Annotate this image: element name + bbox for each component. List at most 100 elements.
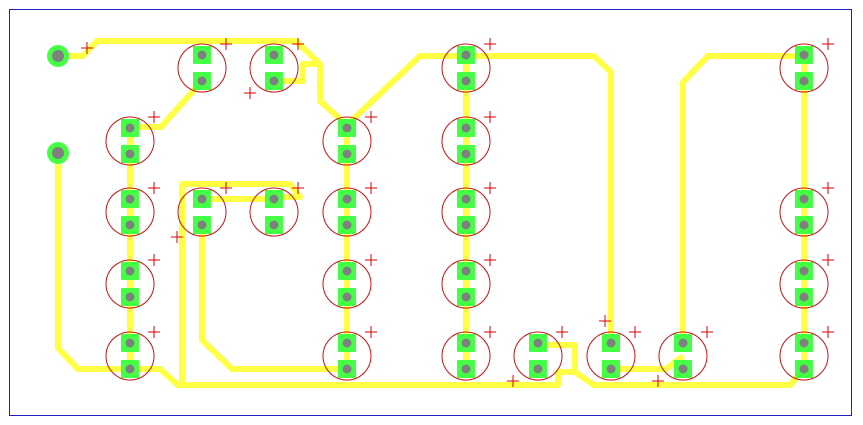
led-r5c5-drill-hole bbox=[461, 364, 471, 374]
led-r1c5-plus-mark bbox=[484, 38, 496, 50]
led-r3c2-drill-hole bbox=[197, 220, 207, 230]
board-outline bbox=[9, 9, 852, 416]
led-r5c6-drill-hole bbox=[533, 338, 543, 348]
led-r1c2-drill-hole bbox=[197, 50, 207, 60]
led-r3c1-outline bbox=[105, 187, 155, 237]
led-r3c3-drill-hole bbox=[269, 194, 279, 204]
solder-pads bbox=[47, 45, 813, 378]
led-r1c8-outline bbox=[779, 43, 829, 93]
led-r1c2-drill-hole bbox=[197, 76, 207, 86]
led-r3c5-outline bbox=[441, 187, 491, 237]
led-r4c8-outline bbox=[779, 259, 829, 309]
led-r5c4-drill-hole bbox=[342, 364, 352, 374]
led-r3c3-plus-mark bbox=[292, 182, 304, 194]
led-r2c5-outline bbox=[441, 116, 491, 166]
led-r3c5-drill-hole bbox=[461, 194, 471, 204]
led-r2c5-drill-hole bbox=[461, 149, 471, 159]
led-r2c1-plus-mark bbox=[148, 111, 160, 123]
led-r5c1-plus-mark bbox=[148, 326, 160, 338]
led-r3c5-plus-mark bbox=[484, 182, 496, 194]
led-r1c3-drill-hole bbox=[269, 50, 279, 60]
led-r5c5-drill-hole bbox=[461, 338, 471, 348]
led-r4c5-outline bbox=[441, 259, 491, 309]
power-pad-positive-drill-hole bbox=[52, 50, 64, 62]
led-r5c8-outline bbox=[779, 331, 829, 381]
led-r2c4-drill-hole bbox=[342, 149, 352, 159]
led-r5c6-drill-hole bbox=[533, 364, 543, 374]
led-r1c5-outline bbox=[441, 43, 491, 93]
led-r3c8-outline bbox=[779, 187, 829, 237]
led-r3c5-drill-hole bbox=[461, 220, 471, 230]
led-r3c1-drill-hole bbox=[125, 194, 135, 204]
led-r5c1-outline bbox=[105, 331, 155, 381]
led-r4c5-drill-hole bbox=[461, 292, 471, 302]
trace-12 bbox=[680, 53, 804, 342]
extra-plus-mark-1 bbox=[81, 42, 93, 54]
led-r1c3-plus-mark bbox=[292, 38, 304, 50]
led-r5c7-outline bbox=[586, 331, 636, 381]
led-r5c7b-plus-mark bbox=[701, 326, 713, 338]
led-r5c5-outline bbox=[441, 331, 491, 381]
led-r4c4-drill-hole bbox=[342, 266, 352, 276]
led-r3c1-drill-hole bbox=[125, 220, 135, 230]
led-r3c8-drill-hole bbox=[799, 194, 809, 204]
led-r2c1-outline bbox=[105, 116, 155, 166]
led-r3c8-drill-hole bbox=[799, 220, 809, 230]
led-r2c1-drill-hole bbox=[125, 123, 135, 133]
trace-9 bbox=[55, 153, 578, 388]
led-r1c8-drill-hole bbox=[799, 76, 809, 86]
led-r5c4-drill-hole bbox=[342, 338, 352, 348]
led-r4c4-plus-mark bbox=[365, 254, 377, 266]
led-r4c8-drill-hole bbox=[799, 292, 809, 302]
led-r3c3-drill-hole bbox=[269, 220, 279, 230]
led-r5c7-drill-hole bbox=[606, 338, 616, 348]
led-r1c8-plus-mark bbox=[822, 38, 834, 50]
led-r5c7-plus-mark bbox=[629, 326, 641, 338]
led-r3c4-plus-mark bbox=[365, 182, 377, 194]
led-r5c7b-drill-hole bbox=[678, 338, 688, 348]
led-r2c4-plus-mark bbox=[365, 111, 377, 123]
led-r3c4-outline bbox=[322, 187, 372, 237]
led-r4c1-outline bbox=[105, 259, 155, 309]
led-r3c1-plus-mark bbox=[148, 182, 160, 194]
led-r3c2-drill-hole bbox=[197, 194, 207, 204]
led-r4c4-drill-hole bbox=[342, 292, 352, 302]
led-r5c7b-drill-hole bbox=[678, 364, 688, 374]
led-r3c2-outline bbox=[177, 187, 227, 237]
led-r3c8-plus-mark bbox=[822, 182, 834, 194]
trace-4 bbox=[344, 53, 614, 342]
led-r1c3-drill-hole bbox=[269, 76, 279, 86]
led-r5c1-drill-hole bbox=[125, 338, 135, 348]
extra-plus-mark-3 bbox=[171, 231, 183, 243]
led-r5c6-plus-mark bbox=[556, 326, 568, 338]
led-r5c5-plus-mark bbox=[484, 326, 496, 338]
led-r4c1-drill-hole bbox=[125, 292, 135, 302]
led-r5c1-drill-hole bbox=[125, 364, 135, 374]
led-r4c8-drill-hole bbox=[799, 266, 809, 276]
led-r5c7b-outline bbox=[658, 331, 708, 381]
trace-15 bbox=[199, 225, 347, 372]
led-r5c8-drill-hole bbox=[799, 364, 809, 374]
led-r3c3-outline bbox=[249, 187, 299, 237]
led-r4c5-drill-hole bbox=[461, 266, 471, 276]
led-r1c5-drill-hole bbox=[461, 76, 471, 86]
extra-plus-mark-4 bbox=[507, 375, 519, 387]
led-r5c7-drill-hole bbox=[606, 364, 616, 374]
led-r3c2-plus-mark bbox=[220, 182, 232, 194]
led-r2c5-drill-hole bbox=[461, 123, 471, 133]
power-pad-negative-drill-hole bbox=[52, 147, 64, 159]
led-r2c5-plus-mark bbox=[484, 111, 496, 123]
led-r2c1-drill-hole bbox=[125, 149, 135, 159]
extra-plus-mark-2 bbox=[244, 87, 256, 99]
led-r5c4-plus-mark bbox=[365, 326, 377, 338]
trace-2 bbox=[274, 61, 320, 84]
led-r4c1-plus-mark bbox=[148, 254, 160, 266]
extra-plus-mark-5 bbox=[652, 375, 664, 387]
led-r4c5-plus-mark bbox=[484, 254, 496, 266]
trace-1 bbox=[58, 38, 349, 128]
led-r1c5-drill-hole bbox=[461, 50, 471, 60]
led-r3c4-drill-hole bbox=[342, 194, 352, 204]
led-r1c2-plus-mark bbox=[220, 38, 232, 50]
led-r5c6-outline bbox=[513, 331, 563, 381]
